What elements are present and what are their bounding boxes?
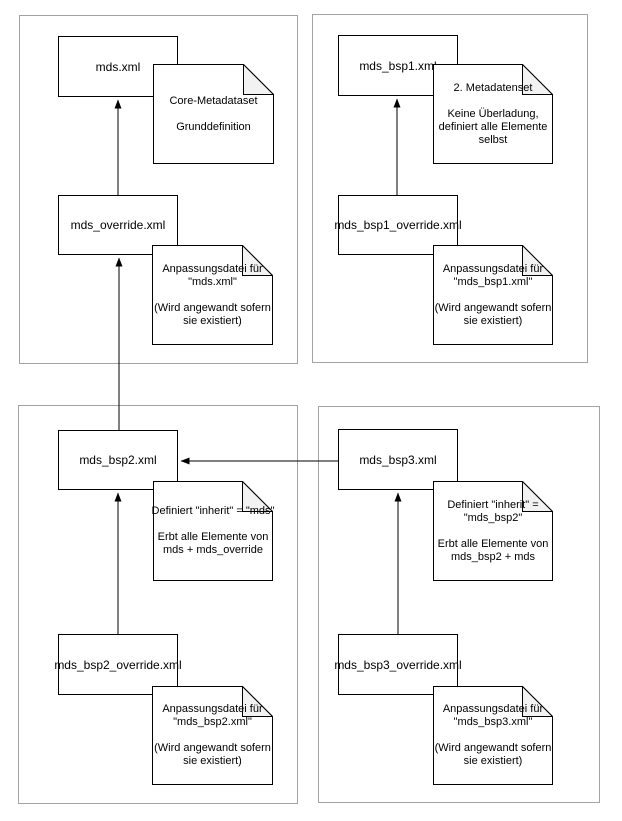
note-anpassung-mds-bsp3[interactable]: Anpassungsdatei für "mds_bsp3.xml" (Wird…	[433, 686, 553, 785]
node-label: mds_bsp2_override.xml	[54, 657, 182, 672]
note-anpassung-mds-bsp1[interactable]: Anpassungsdatei für "mds_bsp1.xml" (Wird…	[433, 245, 553, 345]
node-mds-bsp3-override-xml[interactable]: mds_bsp3_override.xml	[334, 634, 462, 695]
note-text: Core-Metadataset Grunddefinition	[169, 94, 258, 133]
note-text: Definiert "inherit" = "mds_bsp2" Erbt al…	[437, 498, 549, 563]
note-text: Anpassungsdatei für "mds_bsp1.xml" (Wird…	[434, 262, 552, 327]
note-text: Anpassungsdatei für "mds.xml" (Wird ange…	[154, 262, 271, 327]
note-shape-icon	[152, 686, 273, 785]
note-text: 2. Metadatenset Keine Überladung, defini…	[438, 81, 548, 146]
note-shape-icon	[152, 245, 273, 345]
note-text: Anpassungsdatei für "mds_bsp3.xml" (Wird…	[434, 703, 552, 767]
note-shape-icon	[153, 64, 274, 164]
node-mds-bsp2-override-xml[interactable]: mds_bsp2_override.xml	[54, 634, 182, 695]
node-mds-bsp3-xml[interactable]: mds_bsp3.xml	[338, 429, 458, 490]
note-shape-icon	[433, 481, 553, 581]
node-label: mds_override.xml	[70, 218, 166, 232]
note-shape-icon	[433, 686, 553, 785]
note-text: Anpassungsdatei für "mds_bsp2.xml" (Wird…	[154, 703, 271, 767]
note-core-metadataset[interactable]: Core-Metadataset Grunddefinition	[153, 64, 274, 164]
node-mds-bsp2-xml[interactable]: mds_bsp2.xml	[58, 430, 178, 490]
note-shape-icon	[433, 245, 553, 345]
note-anpassung-mds[interactable]: Anpassungsdatei für "mds.xml" (Wird ange…	[152, 245, 273, 345]
note-anpassung-mds-bsp2[interactable]: Anpassungsdatei für "mds_bsp2.xml" (Wird…	[152, 686, 273, 785]
note-shape-icon	[433, 64, 553, 164]
node-label: mds_bsp1.xml	[359, 58, 437, 73]
node-label: mds_bsp1_override.xml	[334, 218, 462, 232]
note-shape-icon	[153, 481, 273, 581]
node-label: mds_bsp3.xml	[359, 452, 437, 467]
node-label: mds_bsp3_override.xml	[334, 657, 462, 672]
note-text: Definiert "inherit" = "mds" Erbt alle El…	[151, 505, 275, 556]
node-label: mds_bsp2.xml	[79, 453, 157, 467]
note-inherit-mds-bsp2[interactable]: Definiert "inherit" = "mds_bsp2" Erbt al…	[433, 481, 553, 581]
note-inherit-mds[interactable]: Definiert "inherit" = "mds" Erbt alle El…	[151, 481, 275, 581]
node-label: mds.xml	[95, 59, 141, 74]
note-metadatenset-2[interactable]: 2. Metadatenset Keine Überladung, defini…	[433, 64, 553, 164]
